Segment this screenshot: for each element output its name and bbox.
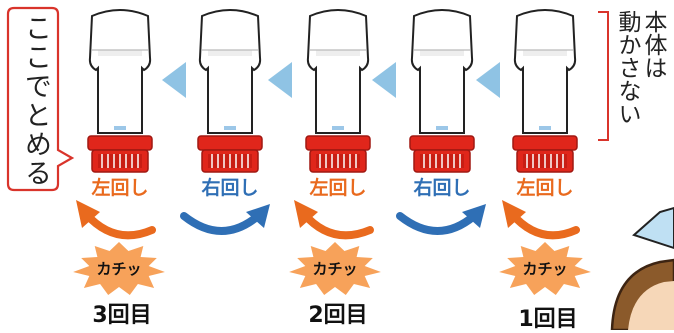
turn-label: 右回し (413, 177, 471, 199)
callout-bubble (6, 6, 75, 192)
click-sound-label: カチッ (96, 260, 142, 278)
turn-label: 左回し (91, 177, 149, 199)
inhaler-device-icon (512, 9, 578, 173)
side-note-line1: 本体は (640, 10, 666, 79)
click-sound-label: カチッ (522, 260, 568, 278)
rotate-left-arrow-icon (76, 200, 156, 240)
progress-arrow-icon (162, 62, 186, 98)
inhaler-device-icon (197, 9, 263, 173)
click-count-label: 2回目 (308, 303, 368, 328)
inhaler-device-icon (87, 9, 153, 173)
inhaler-device-icon (305, 9, 371, 173)
rotate-left-arrow-icon (502, 200, 580, 240)
character-illustration (610, 206, 674, 330)
progress-arrow-icon (372, 62, 396, 98)
side-note-line2: 動かさない (614, 10, 640, 125)
rotate-right-arrow-icon (180, 204, 270, 235)
rotate-left-arrow-icon (294, 200, 374, 240)
turn-label: 右回し (201, 177, 259, 199)
bracket-line (598, 11, 609, 141)
rotate-right-arrow-icon (396, 204, 486, 235)
inhaler-device-icon (409, 9, 475, 173)
click-count-label: 3回目 (92, 303, 152, 328)
click-sound-label: カチッ (312, 260, 358, 278)
turn-label: 左回し (516, 177, 574, 199)
callout-text: ここでとめる (20, 14, 51, 188)
progress-arrow-icon (268, 62, 292, 98)
turn-label: 左回し (309, 177, 367, 199)
progress-arrow-icon (476, 62, 500, 98)
click-count-label: 1回目 (518, 307, 578, 332)
